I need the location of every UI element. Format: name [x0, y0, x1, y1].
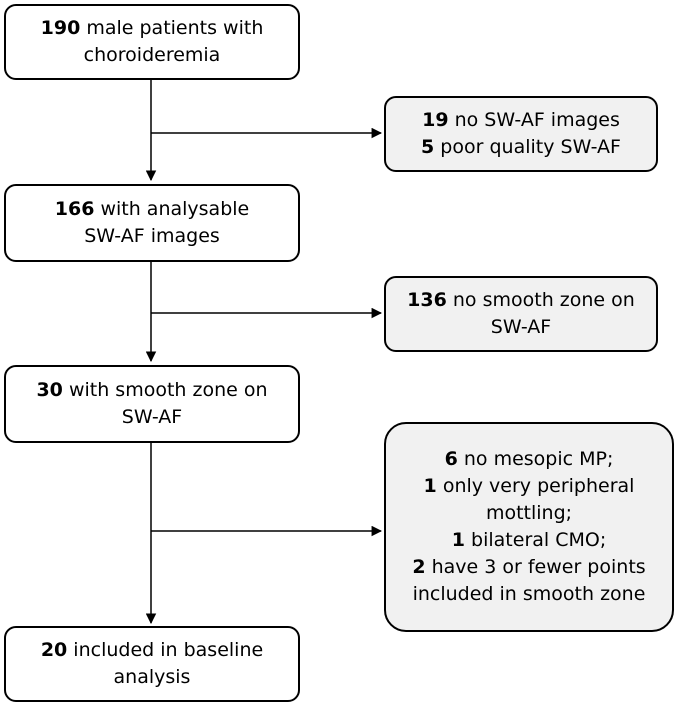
count-value: 136	[407, 289, 447, 311]
count-value: 166	[54, 198, 95, 220]
count-value: 1	[423, 475, 437, 497]
line-text: have 3 or fewer points	[425, 556, 646, 578]
line-text: no mesopic MP;	[457, 448, 614, 470]
box-line: SW-AF	[491, 314, 551, 341]
count-value: 30	[36, 379, 63, 401]
box-line: 136 no smooth zone on	[407, 287, 635, 314]
box-line: 5 poor quality SW-AF	[421, 134, 621, 161]
line-text: SW-AF	[490, 316, 552, 338]
box-line: mottling;	[486, 500, 572, 527]
line-text: with analysable	[94, 198, 250, 220]
line-text: bilateral CMO;	[465, 529, 607, 551]
line-text: only very peripheral	[436, 475, 635, 497]
line-text: SW-AF images	[84, 225, 220, 247]
box-line: 1 only very peripheral	[424, 473, 635, 500]
line-text: male patients with	[80, 17, 264, 39]
box-line: included in smooth zone	[413, 581, 646, 608]
line-text: poor quality SW-AF	[434, 136, 621, 158]
count-value: 1	[451, 529, 465, 551]
box-line: 6 no mesopic MP;	[445, 446, 614, 473]
box-line: 166 with analysable	[55, 196, 249, 223]
count-value: 190	[40, 17, 81, 39]
box-line: 1 bilateral CMO;	[452, 527, 606, 554]
box-line: analysis	[114, 664, 191, 691]
box-line: 19 no SW-AF images	[422, 107, 620, 134]
line-text: choroideremia	[83, 44, 221, 66]
count-value: 5	[421, 136, 435, 158]
box-line: SW-AF	[122, 404, 182, 431]
line-text: included in baseline	[67, 639, 264, 661]
line-text: mottling;	[485, 502, 573, 524]
count-value: 6	[444, 448, 458, 470]
box-line: 190 male patients with	[41, 15, 264, 42]
line-text: SW-AF	[121, 406, 183, 428]
line-text: analysis	[113, 666, 191, 688]
box-line: 20 included in baseline	[41, 637, 263, 664]
count-value: 19	[422, 109, 449, 131]
box-line: SW-AF images	[84, 223, 220, 250]
line-text: with smooth zone on	[62, 379, 268, 401]
count-value: 2	[412, 556, 426, 578]
box-line: 2 have 3 or fewer points	[412, 554, 645, 581]
box-line: choroideremia	[84, 42, 221, 69]
line-text: no smooth zone on	[446, 289, 635, 311]
count-value: 20	[40, 639, 68, 661]
line-text: included in smooth zone	[412, 583, 646, 605]
box-line: 30 with smooth zone on	[36, 377, 267, 404]
line-text: no SW-AF images	[448, 109, 620, 131]
